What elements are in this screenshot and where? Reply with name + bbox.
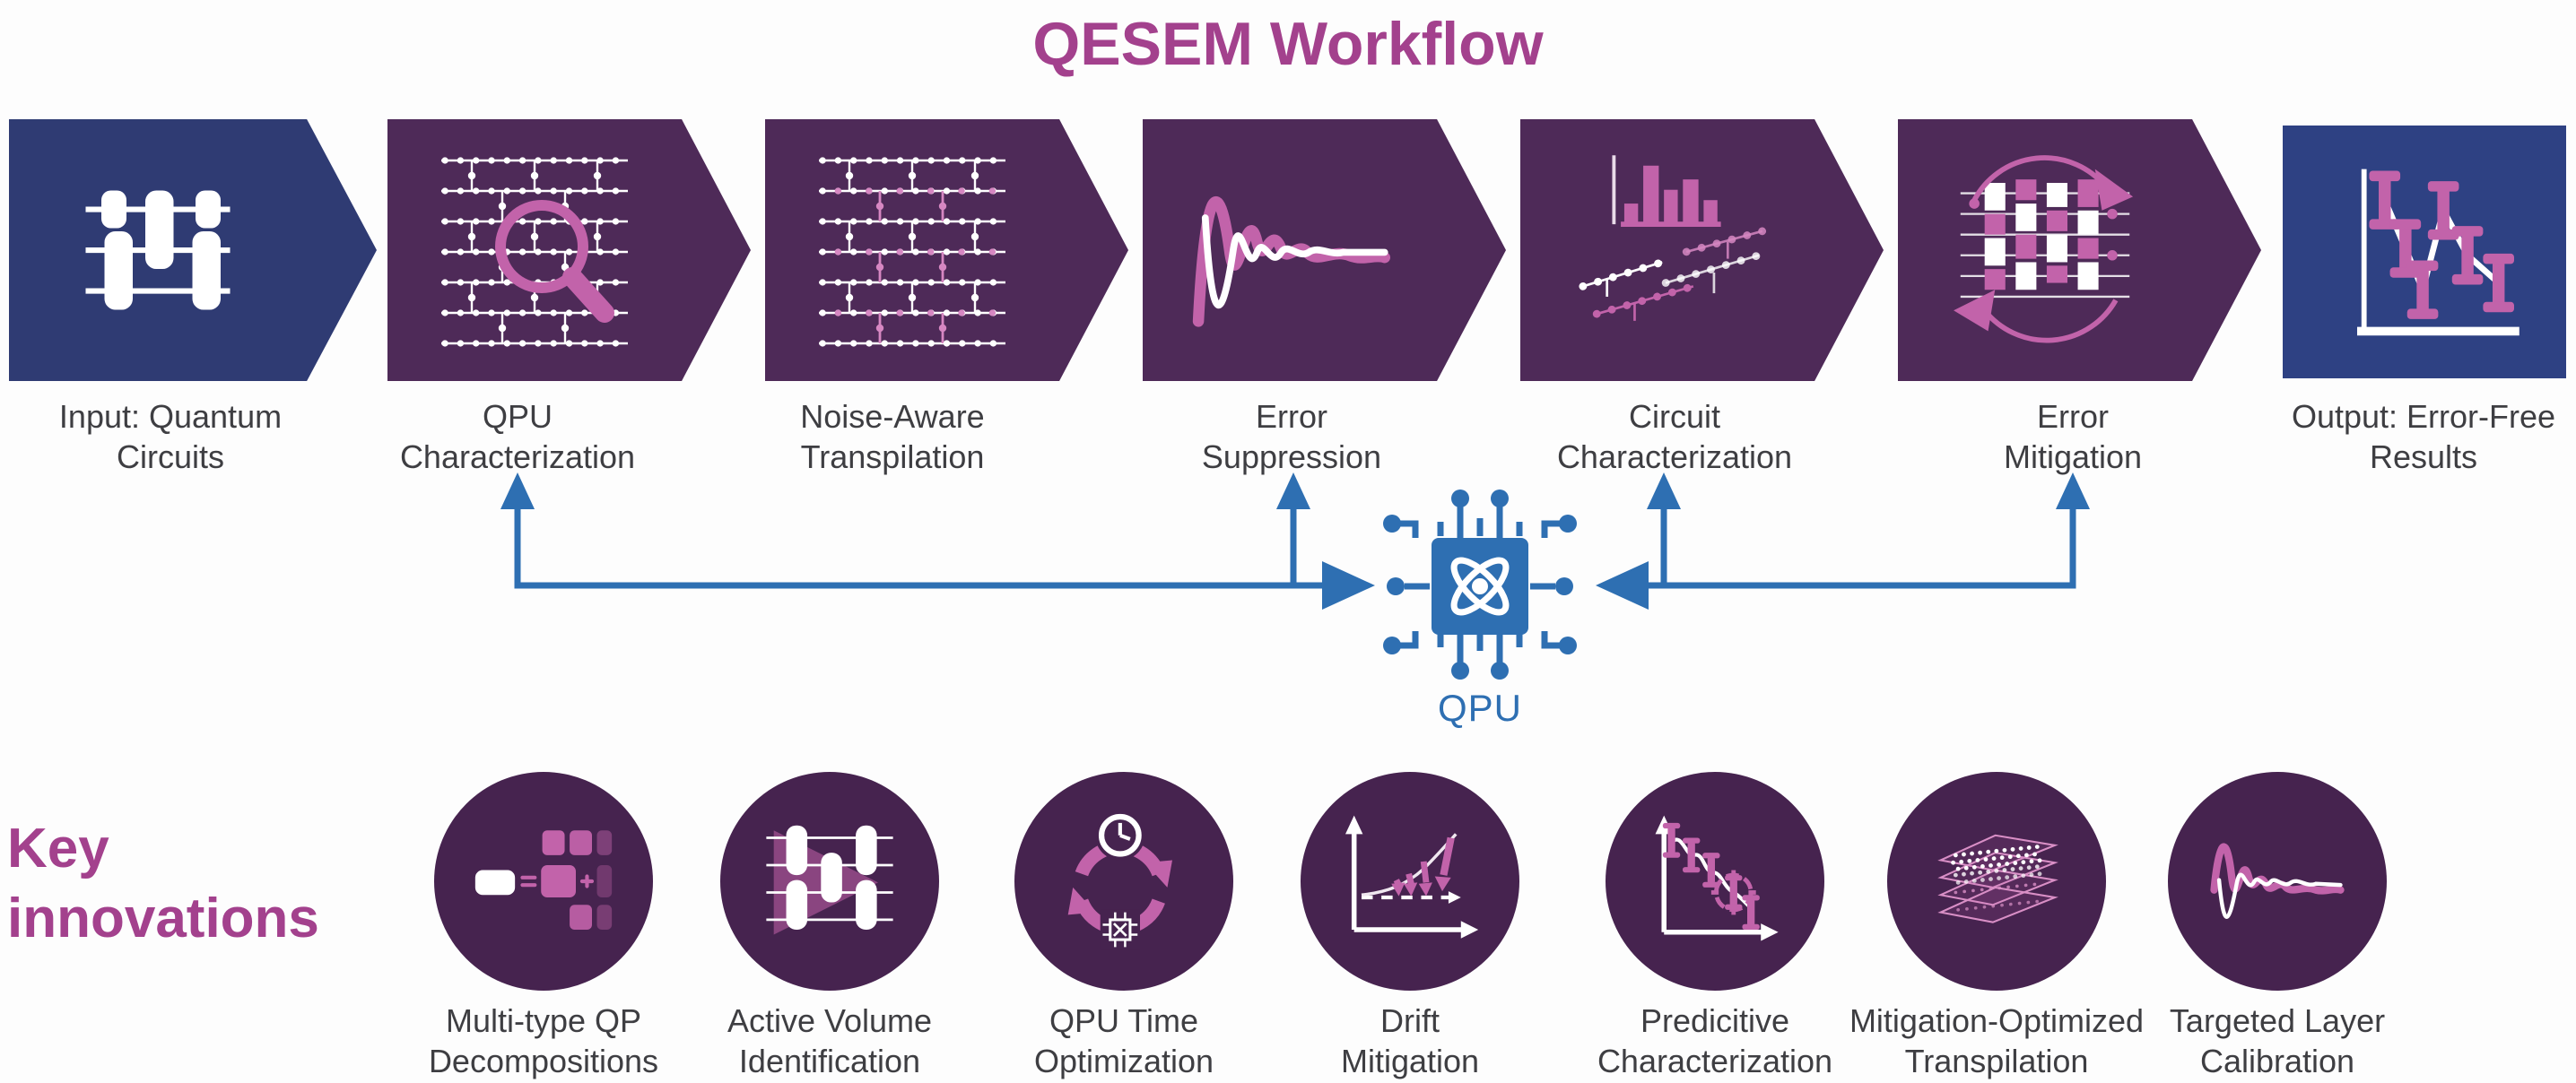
innovation-mitigation-optimized-transpilation: [1887, 772, 2106, 991]
innovation-qpu-time-optimization: [1014, 772, 1233, 991]
innovation-targeted-layer-calibration: [2168, 772, 2387, 991]
step-label-qpu-characterization: QPU Characterization: [399, 398, 636, 475]
innovation-label-drift-mitigation: Drift Mitigation: [1340, 1002, 1480, 1079]
page-title: QESEM Workflow: [1032, 10, 1544, 78]
targeted-waveform-icon: [2210, 843, 2345, 919]
step-label-error-suppression: Error Suppression: [1201, 398, 1382, 475]
innovation-label-targeted-layer: Targeted Layer Calibration: [2169, 1002, 2386, 1079]
step-label-error-mitigation: Error Mitigation: [2003, 398, 2143, 475]
step-label-output: Output: Error-Free Results: [2291, 398, 2556, 475]
innovation-label-predictive-characterization: Predicitive Characterization: [1597, 1002, 1833, 1079]
innovation-label-mitigation-optimized: Mitigation-Optimized Transpilation: [1849, 1002, 2145, 1079]
innovation-label-active-volume: Active Volume Identification: [727, 1002, 933, 1079]
layer-stack-icon: [1937, 834, 2058, 923]
step-input-quantum-circuits: [9, 119, 377, 381]
step-label-circuit-characterization: Circuit Characterization: [1556, 398, 1793, 475]
innovation-multi-type-qp-decompositions: [434, 772, 653, 991]
qp-decomposition-icon: [474, 830, 613, 930]
step-label-input: Input: Quantum Circuits: [58, 398, 283, 475]
step-error-mitigation: [1898, 119, 2261, 381]
step-qpu-characterization: [387, 119, 751, 381]
innovation-active-volume-identification: [720, 772, 939, 991]
barchart-chains-icon: [1520, 119, 1815, 381]
drift-mitigation-icon: [1345, 815, 1479, 939]
active-volume-icon: [766, 825, 893, 935]
decaying-waveform-icon: [1143, 119, 1437, 381]
qpu-label: QPU: [1437, 687, 1522, 729]
innovation-predictive-characterization: [1606, 772, 1824, 991]
lattice-magnifier-icon: [387, 119, 682, 381]
step-output-error-free-results: [2283, 126, 2566, 378]
chip-icon: [1100, 909, 1140, 950]
circuit-cycle-icon: [1898, 119, 2192, 381]
quantum-circuit-input-icon: [9, 119, 307, 381]
innovation-label-qpu-time: QPU Time Optimization: [1033, 1002, 1214, 1079]
errorbar-plot-icon: [2312, 138, 2537, 367]
step-noise-aware-transpilation: [765, 119, 1128, 381]
step-circuit-characterization: [1520, 119, 1884, 381]
predictive-characterization-icon: [1655, 815, 1779, 941]
step-error-suppression: [1143, 119, 1506, 381]
innovation-drift-mitigation: [1301, 772, 1519, 991]
step-label-noise-aware-transpilation: Noise-Aware Transpilation: [800, 398, 985, 475]
noisy-lattice-icon: [765, 119, 1059, 381]
innovation-label-multi-type-qp: Multi-type QP Decompositions: [428, 1002, 659, 1079]
qpu-time-cycle-icon: [1067, 810, 1172, 950]
clock-icon: [1095, 810, 1145, 861]
key-innovations-heading: Key innovations: [7, 818, 319, 949]
qpu-chip-icon: [1363, 468, 1597, 701]
magnifier-glyph: [495, 200, 615, 323]
